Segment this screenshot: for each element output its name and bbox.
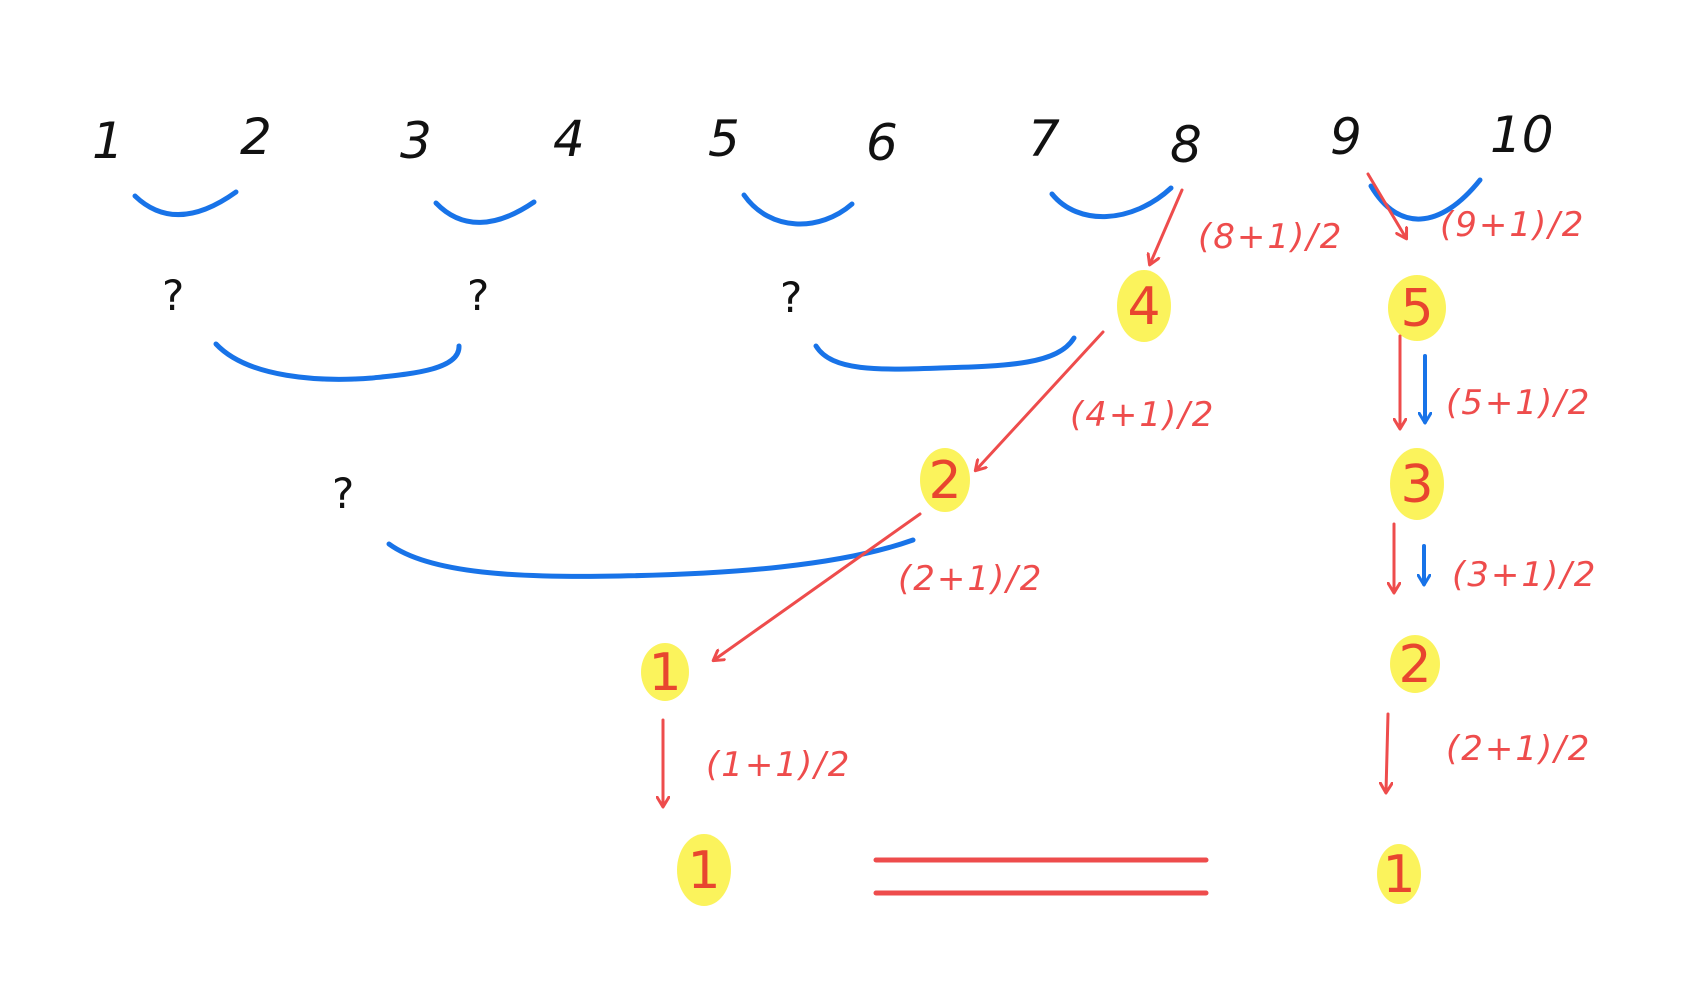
pair-curves-level-1 [132,177,1483,227]
node-highlights [641,270,1446,906]
highlight-left-1b [677,834,731,906]
top-number-4: 4 [553,110,585,168]
arrow-8-to-4 [1150,188,1184,264]
unknown-mark-3: ? [780,273,802,322]
formula-4-plus-1: (4+1)/2 [1070,395,1215,435]
right-node-3: 3 [1400,455,1433,515]
pair-curve-5-6 [741,192,855,227]
top-number-1: 1 [92,112,124,170]
arrow-9-to-5 [1366,172,1406,238]
highlight-right-3 [1390,448,1444,520]
unknown-mark-1: ? [162,271,184,320]
right-node-1: 1 [1382,845,1415,905]
highlight-left-4 [1117,270,1171,342]
pair-curve-level2-right [813,335,1077,372]
arrow-2-to-1-right [1386,712,1388,792]
equals-sign [873,857,1209,896]
top-number-row: 1 2 3 4 5 6 7 8 9 10 [92,106,1554,174]
top-number-9: 9 [1330,108,1362,166]
formula-8-plus-1: (8+1)/2 [1198,217,1343,257]
pair-curve-1-2 [132,189,239,218]
top-number-3: 3 [400,112,432,170]
highlight-left-2 [920,448,970,512]
right-chain-arrows [1366,172,1425,792]
formula-2-plus-1: (2+1)/2 [898,559,1043,599]
left-chain-formulas: (8+1)/2 (4+1)/2 (2+1)/2 (1+1)/2 [706,217,1343,785]
unknown-mark-2: ? [467,271,489,320]
pair-curve-level2-left [213,341,462,382]
top-number-10: 10 [1490,106,1554,164]
unknown-marks: ? ? ? ? [162,271,802,518]
formula-5-plus-1: (5+1)/2 [1446,383,1591,423]
top-number-2: 2 [240,108,272,166]
highlight-right-2 [1390,635,1440,693]
formula-1-plus-1: (1+1)/2 [706,745,851,785]
top-number-7: 7 [1028,110,1060,168]
left-chain-nodes: 4 2 1 1 [648,277,1160,901]
left-chain-arrows [663,188,1184,806]
left-node-1b: 1 [687,841,720,901]
highlight-right-1 [1377,844,1421,904]
top-number-8: 8 [1170,116,1202,174]
right-chain-nodes: 5 3 2 1 [1382,279,1433,905]
right-node-2: 2 [1398,635,1431,695]
left-node-1a: 1 [648,643,681,703]
right-node-5: 5 [1400,279,1433,339]
formula-9-plus-1: (9+1)/2 [1440,205,1585,245]
pair-curve-9-10 [1368,177,1483,222]
pair-curve-3-4 [433,199,537,225]
pair-curve-level3 [386,537,916,579]
pair-curves-upper-levels [213,335,1077,579]
formula-3-plus-1: (3+1)/2 [1452,555,1597,595]
arrow-2-to-1 [714,512,922,660]
formula-2-plus-1-right: (2+1)/2 [1446,729,1591,769]
left-node-4: 4 [1127,277,1160,337]
top-number-6: 6 [866,114,898,172]
highlight-left-1a [641,643,689,701]
top-number-5: 5 [708,110,740,168]
arrow-4-to-2 [976,330,1105,470]
left-node-2: 2 [928,451,961,511]
highlight-right-5 [1388,275,1446,341]
unknown-mark-4: ? [332,469,354,518]
right-chain-formulas: (9+1)/2 (5+1)/2 (3+1)/2 (2+1)/2 [1440,205,1597,769]
pair-curve-7-8 [1049,185,1174,220]
